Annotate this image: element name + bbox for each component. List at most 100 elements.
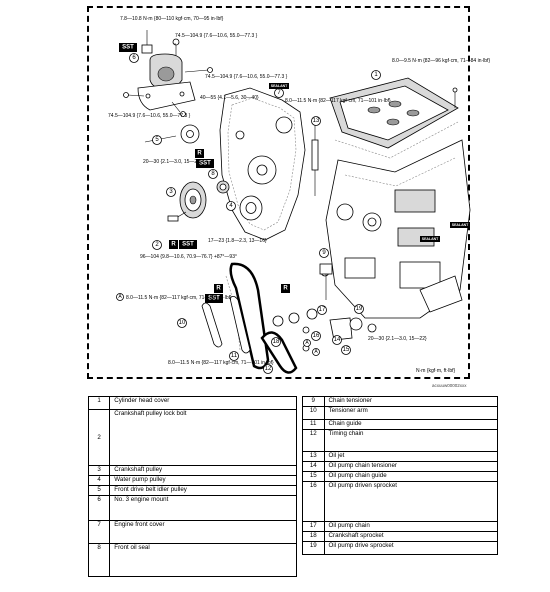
svg-text:3: 3 <box>169 189 173 195</box>
svg-text:SST: SST <box>208 296 220 302</box>
callout-11: 11 <box>229 351 239 361</box>
sst-badge: SST <box>196 159 214 168</box>
torque-40-55: 40—55 {4.1—5.6, 30—40} <box>200 95 259 101</box>
callout-1: 1 <box>371 70 381 80</box>
svg-text:2: 2 <box>155 242 159 248</box>
callout-9: 9 <box>319 248 329 258</box>
r-badge: R <box>169 240 178 249</box>
svg-text:A: A <box>314 349 318 355</box>
torque-mount-c: 74.5—104.9 {7.6—10.6, 55.0—77.3 } <box>108 113 191 119</box>
timing-chain-drawing <box>201 262 377 374</box>
svg-text:R: R <box>216 286 221 292</box>
a-marker: A <box>116 293 124 301</box>
callout-4: 4 <box>226 201 236 211</box>
a-marker: A <box>312 348 320 356</box>
callout-19: 19 <box>354 304 364 314</box>
callout-6: 6 <box>129 53 139 63</box>
svg-text:7: 7 <box>277 90 281 96</box>
svg-text:4: 4 <box>229 203 233 209</box>
pulleys-drawing <box>144 124 263 222</box>
svg-text:SST: SST <box>182 242 194 248</box>
torque-a-note: 8.0—11.5 N·m {82—117 kgf·cm, 71—101 in·l… <box>126 295 232 301</box>
torque-cover-bolt: 8.0—11.5 N·m {82—117 kgf·cm, 71—101 in·l… <box>285 98 391 104</box>
callout-13: 13 <box>311 116 321 126</box>
engine-mount-drawing <box>123 30 213 117</box>
cylinder-head-cover-drawing <box>329 77 459 159</box>
torque-head-cover: 8.0—9.5 N·m {82—96 kgf·cm, 71—84 in·lbf} <box>392 58 490 64</box>
sst-badge: SST <box>205 294 223 303</box>
torque-labels: 7.8—10.8 N·m {80—110 kgf·cm, 70—95 in·lb… <box>108 16 490 388</box>
sealant-badge: SEALANT <box>420 236 440 242</box>
svg-text:SST: SST <box>122 45 134 51</box>
callout-8: 8 <box>208 169 218 179</box>
r-badge: R <box>281 284 290 293</box>
svg-text:A: A <box>305 340 309 346</box>
callout-18: 18 <box>271 337 281 347</box>
svg-text:10: 10 <box>179 320 186 326</box>
badges: SST R SST R SST R SST R SEALANT SEALANT … <box>116 43 470 356</box>
svg-text:6: 6 <box>132 55 136 61</box>
svg-text:9: 9 <box>322 250 326 256</box>
callout-5: 5 <box>152 135 162 145</box>
torque-bottom: 8.0—11.5 N·m {82—117 kgf·cm, 71—101 in·l… <box>168 360 274 366</box>
svg-text:SEALANT: SEALANT <box>422 237 439 241</box>
svg-text:8: 8 <box>211 171 215 177</box>
svg-text:13: 13 <box>313 118 320 124</box>
svg-text:15: 15 <box>343 347 350 353</box>
svg-text:11: 11 <box>231 353 238 359</box>
svg-text:17: 17 <box>319 307 326 313</box>
a-marker: A <box>303 339 311 347</box>
svg-text:R: R <box>197 151 202 157</box>
sst-badge: SST <box>119 43 137 52</box>
svg-text:12: 12 <box>265 366 272 372</box>
sealant-badge: SEALANT <box>450 222 470 228</box>
r-badge: R <box>195 149 204 158</box>
svg-text:14: 14 <box>334 337 341 343</box>
svg-text:1: 1 <box>374 72 378 78</box>
torque-17-23: 17—23 {1.8—2.3, 13—16} <box>208 238 267 244</box>
diagram-frame <box>87 6 470 379</box>
svg-text:16: 16 <box>313 333 320 339</box>
sst-badge: SST <box>179 240 197 249</box>
torque-20-30-left: 20—30 {2.1—3.0, 15—22} <box>143 159 202 165</box>
svg-text:A: A <box>118 294 122 300</box>
torque-top-mount: 7.8—10.8 N·m {80—110 kgf·cm, 70—95 in·lb… <box>120 16 224 22</box>
sealant-badge: SEALANT <box>269 83 289 89</box>
figure-code: acxuuw00002xxx <box>432 383 467 388</box>
callout-2: 2 <box>152 240 162 250</box>
callout-7: 7 <box>274 88 284 98</box>
torque-mount-b: 74.5—104.9 {7.6—10.6, 55.0—77.3 } <box>205 74 288 80</box>
svg-text:SST: SST <box>199 161 211 167</box>
engine-front-cover-drawing <box>219 87 306 241</box>
callout-15: 15 <box>341 345 351 355</box>
engine-block-drawing <box>311 125 471 319</box>
torque-pulley-bolt: 96—104 {9.8—10.6, 70.9—76.7} +87°—93° <box>140 254 237 260</box>
callout-14: 14 <box>332 335 342 345</box>
svg-text:SEALANT: SEALANT <box>271 84 288 88</box>
r-badge: R <box>214 284 223 293</box>
svg-text:R: R <box>171 242 176 248</box>
svg-text:18: 18 <box>273 339 280 345</box>
callouts: 1 2 3 4 5 6 7 8 9 10 11 12 13 14 15 16 1… <box>129 53 381 374</box>
svg-text:19: 19 <box>356 306 363 312</box>
callout-17: 17 <box>317 305 327 315</box>
